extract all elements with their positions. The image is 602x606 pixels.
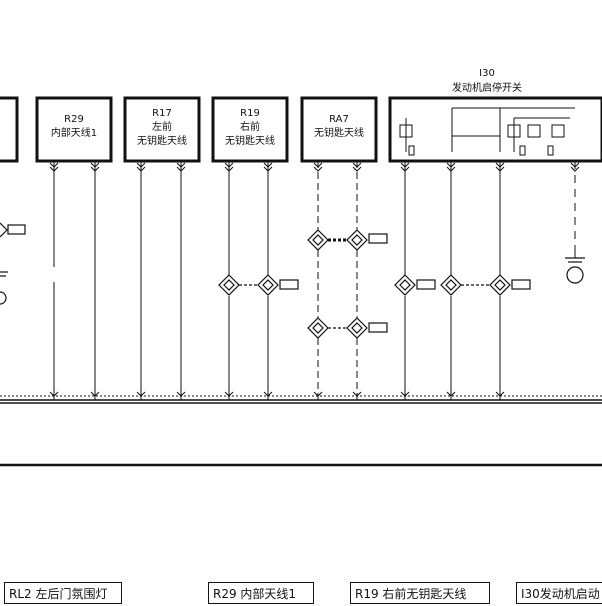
component-box-partial-left [0, 96, 19, 163]
i30-code: I30 [479, 68, 495, 79]
component-box-i30 [388, 96, 602, 163]
r29-code: R29 [64, 114, 84, 125]
r19-name-line2: 无钥匙天线 [225, 134, 275, 147]
r19-code: R19 [240, 108, 260, 119]
splice-connectors [0, 222, 531, 339]
footer-ref-i30[interactable]: I30发动机启动 [516, 582, 602, 604]
r17-name-line2: 无钥匙天线 [137, 134, 187, 147]
connector-chevrons [49, 162, 580, 172]
i30-name: 发动机启停开关 [452, 81, 522, 94]
ra7-code: RA7 [329, 114, 349, 125]
component-box-ra7: RA7 无钥匙天线 [300, 96, 378, 163]
ground-icon [565, 257, 585, 284]
harness-chevrons [49, 391, 505, 397]
ground-icon-partial-left [0, 271, 8, 305]
footer-ref-rl2[interactable]: RL2 左后门氛围灯 [4, 582, 122, 604]
footer-ref-r29[interactable]: R29 内部天线1 [208, 582, 314, 604]
component-box-r17: R17 左前 无钥匙天线 [123, 96, 201, 163]
ra7-name: 无钥匙天线 [314, 126, 364, 139]
r17-name-line1: 左前 [152, 120, 172, 133]
i30-internal-circuit [399, 107, 575, 156]
r29-name: 内部天线1 [51, 126, 97, 139]
component-box-r29: R29 内部天线1 [35, 96, 113, 163]
component-box-r19: R19 右前 无钥匙天线 [211, 96, 289, 163]
harness-bus [0, 395, 602, 467]
wires [53, 161, 576, 400]
r17-code: R17 [152, 108, 172, 119]
footer-ref-r19[interactable]: R19 右前无钥匙天线 [350, 582, 490, 604]
r19-name-line1: 右前 [240, 120, 260, 133]
